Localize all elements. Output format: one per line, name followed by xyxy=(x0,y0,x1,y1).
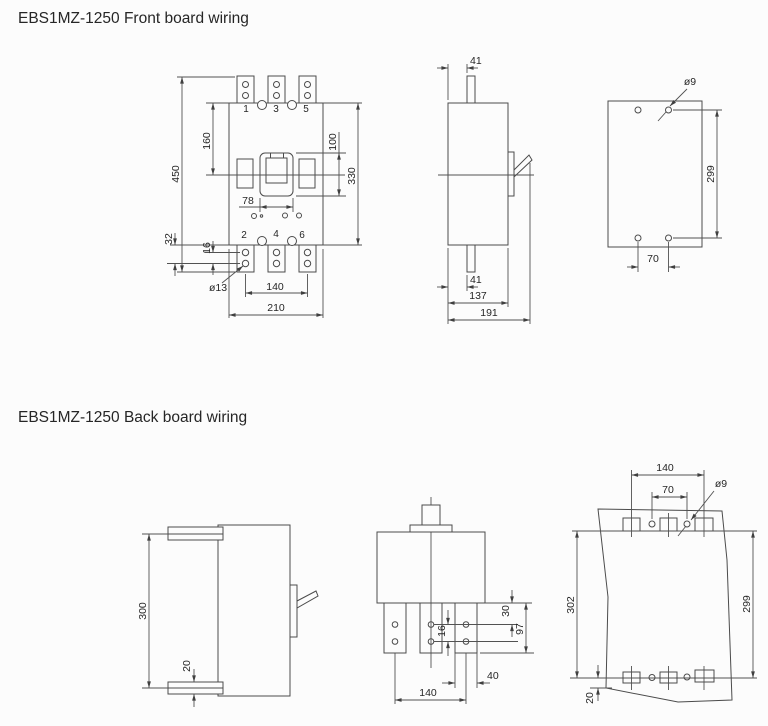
dim-terminal-pitch: 140 xyxy=(266,281,284,293)
dim-plate-hole-dia: ø9 xyxy=(684,76,696,88)
dim-body-height: 330 xyxy=(346,167,358,185)
dim-stud-offset-bottom: 41 xyxy=(470,274,482,286)
terminal-label-6: 6 xyxy=(299,230,305,241)
handle-plate xyxy=(409,524,453,533)
dim-rear-hole-spacing: 16 xyxy=(436,625,448,637)
edge-notch xyxy=(257,100,267,110)
dim-tab-length: 97 xyxy=(514,623,526,635)
dim-edge-to-first-hole: 30 xyxy=(500,605,512,617)
back-board-title: EBS1MZ-1250 Back board wiring xyxy=(18,409,247,426)
dim-stud-pitch: 300 xyxy=(137,602,149,620)
dim-plate-pitch-vertical: 299 xyxy=(705,165,717,183)
dim-window-height: 100 xyxy=(327,133,339,151)
panel-hole xyxy=(648,674,656,681)
rear-terminal-tab xyxy=(454,602,478,654)
panel-hole xyxy=(683,673,691,681)
side-view: 41 41 137 191 xyxy=(437,55,534,324)
breaker-body-back-side xyxy=(217,524,291,697)
terminal-label-3: 3 xyxy=(273,104,279,115)
toggle-handle-side xyxy=(513,154,533,179)
toggle-handle-side xyxy=(296,590,319,609)
front-view: 1 3 5 2 4 6 450 160 330 100 xyxy=(163,75,362,318)
dim-body-depth: 137 xyxy=(469,290,487,302)
back-board-section: EBS1MZ-1250 Back board wiring 300 20 xyxy=(18,409,757,707)
dim-tab-width: 40 xyxy=(487,670,499,682)
dim-hole-spacing: 16 xyxy=(201,242,213,254)
dim-slot-pitch: 140 xyxy=(656,462,674,474)
dim-window-width: 78 xyxy=(242,195,254,207)
panel-hole xyxy=(683,520,691,528)
handle-base xyxy=(507,151,515,197)
side-stud-top xyxy=(466,75,476,104)
dim-height-right: 299 xyxy=(741,595,753,613)
side-recess xyxy=(298,158,316,189)
handle-base xyxy=(289,584,298,638)
terminal-label-5: 5 xyxy=(303,104,309,115)
edge-notch xyxy=(287,100,297,110)
rear-terminal-tab xyxy=(383,602,407,654)
edge-notch xyxy=(257,236,267,246)
dim-plate-pitch-horizontal: 70 xyxy=(647,253,659,265)
dim-stud-offset-top: 41 xyxy=(470,55,482,67)
side-recess xyxy=(236,158,254,189)
edge-notch xyxy=(287,236,297,246)
mount-hole xyxy=(634,106,642,114)
dim-edge-to-hole: 32 xyxy=(163,233,175,245)
panel-slot xyxy=(694,669,715,683)
terminal-label-4: 4 xyxy=(273,229,279,240)
dim-overall-height: 450 xyxy=(170,165,182,183)
dim-terminal-hole-dia: ø13 xyxy=(209,282,227,294)
dim-height-left: 302 xyxy=(565,596,577,614)
dim-overall-depth: 191 xyxy=(480,307,498,319)
back-rear-view: 16 30 97 40 140 xyxy=(376,497,534,704)
front-board-section: EBS1MZ-1250 Front board wiring xyxy=(18,10,722,324)
panel-hole xyxy=(648,520,656,528)
mount-hole xyxy=(634,234,642,242)
back-panel-view: 140 70 ø9 302 299 20 xyxy=(565,462,757,704)
dim-stud-thickness: 20 xyxy=(181,660,193,672)
terminal-label-2: 2 xyxy=(241,230,247,241)
mounting-plate-view: ø9 299 70 xyxy=(607,76,722,272)
mount-hole xyxy=(665,106,672,114)
breaker-body-side xyxy=(447,102,509,246)
mounting-plate xyxy=(607,100,703,248)
side-stud-bottom xyxy=(466,244,476,273)
dim-top-to-centerline: 160 xyxy=(201,132,213,150)
dim-rear-terminal-pitch: 140 xyxy=(419,687,437,699)
toggle-handle-tip xyxy=(270,152,284,159)
mount-hole xyxy=(665,234,672,242)
back-side-view: 300 20 xyxy=(137,524,319,707)
dim-panel-hole-pitch: 70 xyxy=(662,484,674,496)
breaker-body-front xyxy=(228,102,324,246)
dim-body-width: 210 xyxy=(267,302,285,314)
terminal-label-1: 1 xyxy=(243,104,249,115)
handle-stem xyxy=(421,504,441,526)
rear-terminal-tab xyxy=(419,602,443,654)
dim-panel-hole-dia: ø9 xyxy=(715,478,727,490)
dim-bottom-margin: 20 xyxy=(584,692,596,704)
back-panel-outline xyxy=(597,508,733,703)
front-board-title: EBS1MZ-1250 Front board wiring xyxy=(18,10,249,27)
